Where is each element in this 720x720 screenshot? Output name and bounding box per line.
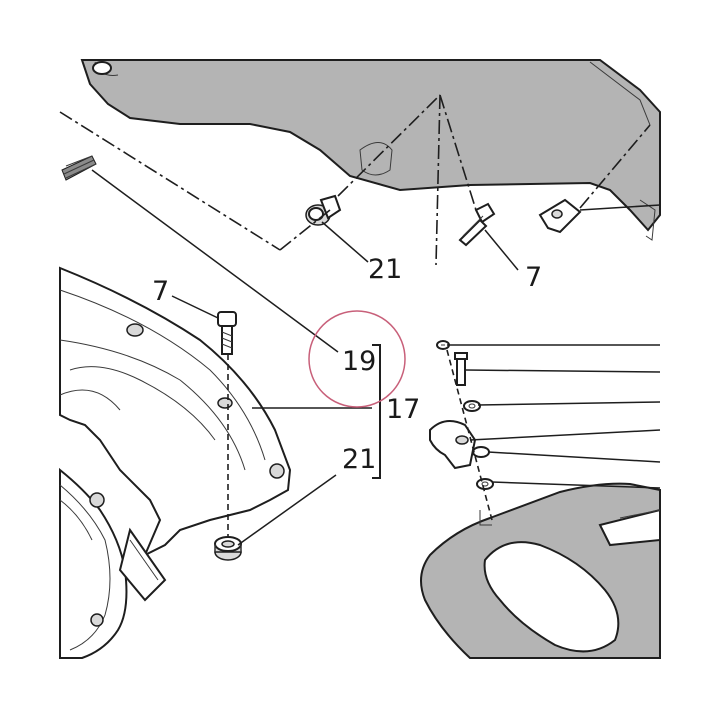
- right-hardware-stack: [429, 340, 494, 490]
- callout-7-top-right: 7: [525, 262, 542, 293]
- group-bracket-17: [372, 344, 381, 479]
- assembly-path-lines: [59, 94, 651, 536]
- callout-21-top: 21: [368, 254, 402, 285]
- left-fairing-part: [59, 266, 292, 659]
- callout-21-bottom: 21: [342, 444, 376, 475]
- callout-7-left: 7: [152, 276, 169, 307]
- left-bolt-7: [217, 311, 237, 355]
- callout-19: 19: [342, 346, 376, 377]
- upper-cover-panel: [80, 59, 661, 241]
- decal-strip: [61, 155, 97, 181]
- lower-right-body-part: [420, 482, 661, 659]
- highlight-circle: [308, 310, 406, 408]
- top-bolt-7: [458, 202, 496, 247]
- callout-17: 17: [386, 394, 420, 425]
- top-clip-bracket: [538, 198, 582, 234]
- leader-lines: [91, 169, 661, 546]
- top-bushing-21: [305, 194, 342, 226]
- left-bushing-21: [214, 536, 242, 561]
